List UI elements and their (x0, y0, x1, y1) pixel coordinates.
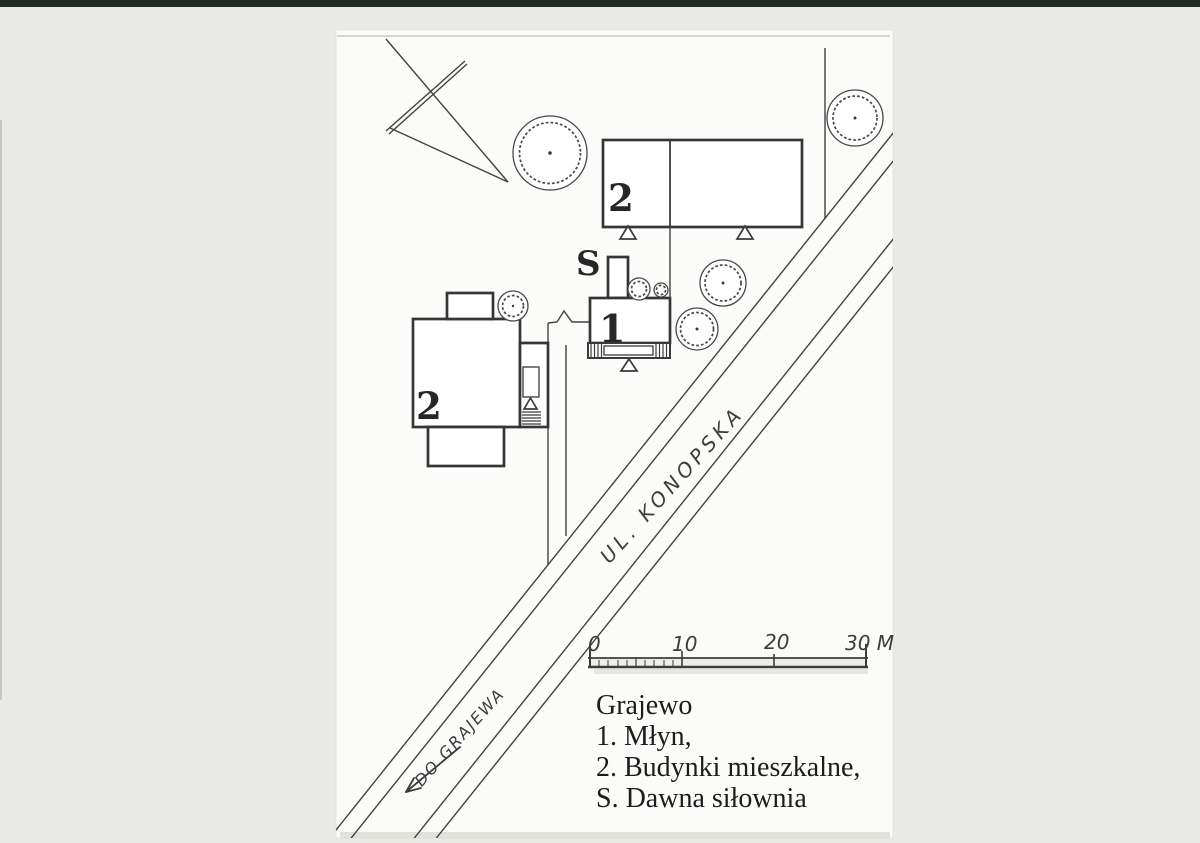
building-mill (588, 296, 672, 345)
building-label-residential-left: 2 (416, 384, 442, 428)
bush-by-chimney-1 (627, 277, 651, 301)
street-lines (336, 132, 893, 838)
building-label-mill: 1 (599, 306, 626, 351)
bush-by-chimney-2 (653, 282, 669, 298)
gate-line (547, 309, 590, 324)
sheet-bottom-shadow (340, 832, 890, 839)
scale-tick-label-20: 20 (764, 630, 790, 654)
left-building-stairs (522, 366, 541, 425)
building-label-powerhouse: S (576, 244, 601, 284)
tree-right-of-mill (675, 307, 719, 351)
legend-item-mill: 1. Młyn, (596, 721, 692, 752)
scale-tick-label-10: 10 (672, 632, 698, 656)
building-residential-left-annex-bottom (426, 425, 506, 468)
scan-edge-left (0, 120, 2, 700)
door-triangle-mill (619, 357, 639, 372)
direction-arrow-icon (405, 746, 461, 793)
scale-bar-graphic (588, 644, 868, 674)
building-residential-left-annex-top (445, 291, 495, 321)
scale-tick-label-30m: 30 M (845, 631, 895, 655)
tree-top-right (826, 89, 884, 147)
scan-edge-strip (0, 0, 1200, 7)
scale-tick-label-0: 0 (588, 632, 601, 656)
legend-title: Grajewo (596, 690, 693, 721)
building-residential-top (601, 138, 804, 229)
legend-item-residential: 2. Budynki mieszkalne, (596, 752, 861, 783)
door-triangle-top-building-2 (735, 224, 755, 240)
door-triangle-top-building-1 (618, 224, 638, 240)
building-label-residential-top: 2 (608, 176, 634, 220)
tree-by-left-building (497, 290, 529, 322)
tree-above-mill (699, 259, 747, 307)
field-wedge-lines (385, 38, 509, 183)
powerhouse-chimney (606, 255, 630, 300)
legend-item-powerhouse: S. Dawna siłownia (596, 783, 807, 814)
tree-large-left (512, 115, 588, 191)
building-residential-left-wing (518, 341, 550, 429)
map-legend: Grajewo 1. Młyn, 2. Budynki mieszkalne, … (596, 690, 860, 814)
